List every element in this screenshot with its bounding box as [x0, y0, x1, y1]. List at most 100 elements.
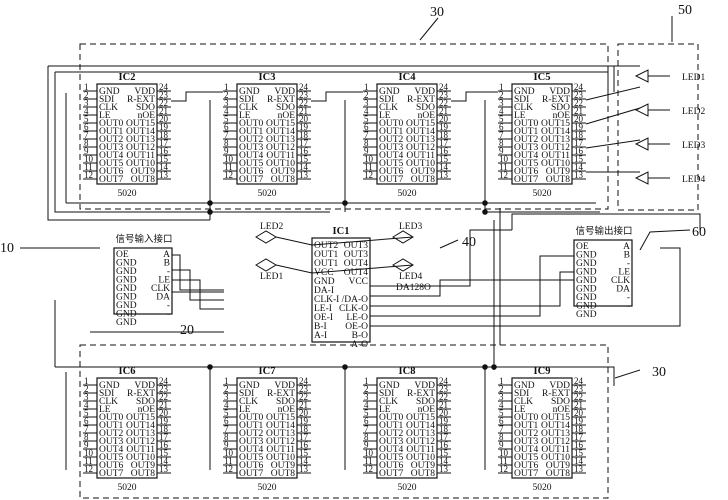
- pin-name: nOE: [138, 405, 156, 415]
- chip-part-number: 5020: [533, 189, 552, 199]
- pin-name: OUT0: [379, 413, 404, 423]
- pin-name: OUT4: [379, 151, 404, 161]
- pin-number: 4: [84, 106, 89, 116]
- port-pin-right: -: [627, 293, 630, 303]
- pin-number: 1: [364, 82, 369, 92]
- ic1-pin-right: OUT4: [344, 259, 369, 269]
- chip-body: [236, 377, 298, 479]
- pin-name: nOE: [278, 405, 296, 415]
- pin-number: 13: [439, 170, 449, 180]
- pin-number: 17: [299, 138, 309, 148]
- led-symbol: [255, 230, 277, 244]
- pin-name: SDI: [514, 389, 529, 399]
- pin-number: 17: [439, 432, 449, 442]
- wire-out-b: [370, 247, 681, 327]
- pin-name: CLK: [239, 397, 258, 407]
- pin-name: OUT14: [126, 127, 155, 137]
- pin-name: OUT1: [239, 127, 264, 137]
- pin-name: LE: [379, 405, 391, 415]
- pin-number: 10: [499, 154, 509, 164]
- pin-number: 22: [439, 392, 448, 402]
- pin-number: 4: [224, 106, 229, 116]
- pin-number: 2: [84, 384, 89, 394]
- pin-name: SDI: [379, 95, 394, 105]
- pin-number: 5: [84, 114, 89, 124]
- pin-number: 7: [84, 130, 89, 140]
- module-frames: [79, 43, 699, 499]
- pin-number: 3: [224, 392, 229, 402]
- pin-name: OUT8: [546, 175, 571, 185]
- pin-number: 20: [159, 114, 169, 124]
- led-3: LED3: [634, 137, 705, 151]
- port-pin-left: GND: [116, 259, 137, 269]
- pin-number: 8: [224, 432, 229, 442]
- wire-in-clk: [170, 279, 224, 310]
- pin-number: 19: [439, 122, 449, 132]
- chip-part-number: 5020: [398, 483, 417, 493]
- ic1-pin-left: OE-I: [314, 313, 333, 323]
- pin-name: GND: [99, 381, 120, 391]
- pin-name: OUT8: [411, 175, 436, 185]
- pin-number: 8: [364, 138, 369, 148]
- pin-name: OUT10: [266, 453, 295, 463]
- chip-label: IC6: [119, 366, 136, 377]
- pin-name: OUT11: [406, 445, 435, 455]
- pin-number: 13: [439, 464, 449, 474]
- pin-name: OUT13: [541, 429, 570, 439]
- pin-number: 14: [299, 456, 309, 466]
- pin-name: OUT0: [99, 119, 124, 129]
- pin-name: R-EXT: [267, 95, 295, 105]
- pin-number: 24: [574, 82, 584, 92]
- pin-name: SDI: [99, 389, 114, 399]
- pin-number: 18: [159, 424, 169, 434]
- ic1-pin-left: OUT2: [314, 241, 339, 251]
- chip-part-number: 5020: [118, 189, 137, 199]
- pin-name: OUT12: [126, 143, 155, 153]
- port-pin-right: A: [163, 250, 170, 260]
- pin-number: 2: [364, 90, 369, 100]
- pin-name: OUT15: [406, 413, 435, 423]
- pin-number: 24: [299, 82, 309, 92]
- wire-out-loop: [511, 213, 701, 230]
- pin-number: 20: [574, 114, 584, 124]
- pin-name: SDO: [136, 397, 155, 407]
- pin-name: OUT9: [546, 167, 571, 177]
- ic1-body: [311, 237, 371, 343]
- port-pin-right: LE: [158, 276, 170, 286]
- pin-number: 9: [499, 440, 504, 450]
- pin-name: OUT15: [266, 119, 295, 129]
- pin-number: 5: [224, 114, 229, 124]
- pin-number: 23: [439, 90, 449, 100]
- port-pin-right: -: [627, 302, 630, 312]
- pin-number: 2: [224, 384, 229, 394]
- pin-name: OUT13: [266, 135, 295, 145]
- pin-number: 3: [499, 392, 504, 402]
- pin-number: 12: [364, 464, 373, 474]
- pin-number: 3: [84, 98, 89, 108]
- led-diode-icon: [634, 137, 649, 151]
- chip-label: IC4: [399, 72, 417, 83]
- pin-name: OUT12: [126, 437, 155, 447]
- pin-number: 3: [499, 98, 504, 108]
- pin-name: VDD: [414, 381, 435, 391]
- pin-name: OUT13: [406, 135, 435, 145]
- pin-name: OUT11: [266, 151, 295, 161]
- pin-number: 19: [439, 416, 449, 426]
- pin-name: OUT3: [99, 143, 124, 153]
- chip-label: IC2: [119, 72, 136, 83]
- pin-name: CLK: [379, 397, 398, 407]
- pin-number: 6: [224, 416, 229, 426]
- pin-number: 13: [159, 464, 169, 474]
- pin-name: OUT10: [406, 159, 435, 169]
- led-label: LED3: [682, 141, 705, 151]
- port-pin-right: -: [167, 301, 170, 311]
- pin-name: CLK: [239, 103, 258, 113]
- port-pin-left: GND: [576, 310, 597, 320]
- ic1-label: IC1: [333, 226, 350, 237]
- led-1: LED1: [634, 69, 705, 83]
- pin-number: 15: [299, 154, 309, 164]
- pin-number: 7: [364, 130, 369, 140]
- leader-40: [439, 239, 459, 249]
